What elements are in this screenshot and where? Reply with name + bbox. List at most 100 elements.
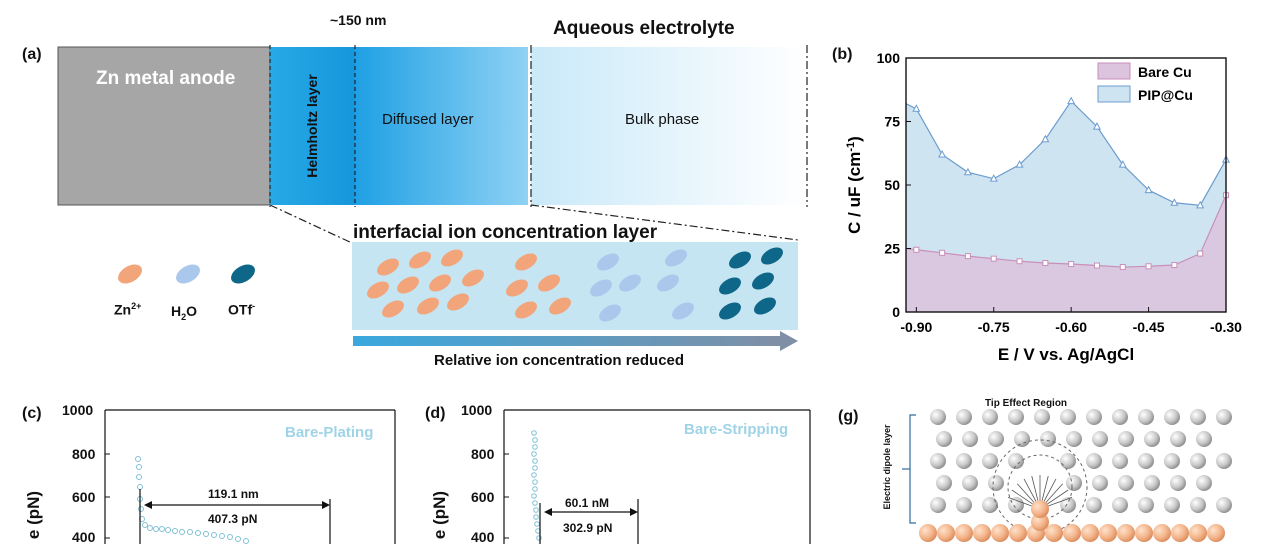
chart-legend: Bare Cu PIP@Cu — [1097, 62, 1193, 103]
point-bare-cu — [964, 253, 971, 260]
panel-c-label: (c) — [22, 405, 42, 422]
plating-title: Bare-Plating — [285, 424, 374, 441]
stripping-data-points — [531, 430, 542, 541]
zn-atom — [1099, 524, 1117, 542]
y-tick-label: 100 — [877, 50, 901, 66]
otf-legend-swatch — [231, 264, 255, 284]
ion-sphere — [1216, 453, 1232, 469]
ion-sphere — [956, 453, 972, 469]
tip-effect-illustration — [902, 409, 1232, 542]
anode-label: Zn metal anode — [96, 68, 236, 89]
interfacial-title: interfacial ion concentration layer — [353, 222, 658, 243]
plating-force-label: 407.3 pN — [208, 512, 258, 526]
ion-sphere — [1118, 475, 1134, 491]
stripping-title: Bare-Stripping — [684, 421, 789, 438]
y-tick-label: 75 — [884, 114, 900, 130]
otf-legend-label: OTf- — [228, 301, 256, 318]
point-bare-cu — [1171, 262, 1178, 269]
ion-sphere — [1040, 431, 1056, 447]
stripping-force-label: 302.9 pN — [563, 521, 613, 535]
ion-sphere — [1092, 475, 1108, 491]
bulk-label: Bulk phase — [625, 111, 700, 128]
zn-anode-block — [57, 46, 271, 206]
ion-sphere — [982, 497, 998, 513]
point-pip-cu — [1015, 160, 1024, 168]
y-tick-label: 50 — [884, 177, 900, 193]
zn-atom — [1009, 524, 1027, 542]
h2o-cluster — [590, 249, 694, 322]
ion-sphere — [1144, 475, 1160, 491]
point-bare-cu — [1068, 260, 1075, 267]
stripping-y-tick-800: 800 — [471, 446, 495, 462]
point-pip-cu — [1067, 96, 1076, 105]
helmholtz-label: Helmholtz layer — [304, 74, 320, 178]
plating-y-tick-1000: 1000 — [62, 402, 94, 418]
ion-sphere — [1092, 431, 1108, 447]
point-bare-cu — [939, 249, 946, 256]
panel-d-label: (d) — [425, 405, 446, 422]
ion-sphere — [1060, 497, 1076, 513]
line-bare-cu — [905, 194, 1227, 268]
legend-label-pip-cu: PIP@Cu — [1138, 87, 1193, 103]
ion-sphere — [1196, 431, 1212, 447]
h2o-legend-label: H2O — [171, 303, 198, 322]
point-bare-cu — [990, 255, 997, 262]
line-pip-cu — [905, 100, 1227, 206]
ion-sphere — [1112, 409, 1128, 425]
point-pip-cu — [1144, 185, 1153, 194]
zn-atom — [1171, 524, 1189, 542]
plating-y-tick-800: 800 — [72, 446, 96, 462]
zn-legend-label: Zn2+ — [114, 301, 142, 318]
y-axis-label: C / uF (cm-1) — [845, 136, 864, 234]
point-pip-cu — [938, 149, 947, 158]
tip-effect-title: Tip Effect Region — [985, 398, 1068, 409]
ion-sphere — [936, 431, 952, 447]
ion-sphere — [930, 409, 946, 425]
point-bare-cu — [1016, 258, 1023, 265]
zn-legend-swatch — [118, 264, 142, 284]
ion-sphere — [1086, 409, 1102, 425]
ion-sphere — [988, 431, 1004, 447]
h2o-legend-swatch — [176, 264, 200, 284]
ion-sphere — [1008, 453, 1024, 469]
point-bare-cu — [1042, 259, 1049, 266]
point-pip-cu — [1041, 134, 1050, 143]
ion-sphere — [1060, 453, 1076, 469]
ion-sphere — [1086, 453, 1102, 469]
thickness-label: ~150 nm — [330, 12, 387, 28]
zn-atom — [1063, 524, 1081, 542]
ion-sphere — [982, 409, 998, 425]
ion-sphere — [1138, 453, 1154, 469]
ion-sphere — [1138, 409, 1154, 425]
ion-sphere — [1060, 409, 1076, 425]
zn-atom — [991, 524, 1009, 542]
x-tick-label: -0.90 — [900, 319, 932, 335]
ion-sphere — [1164, 409, 1180, 425]
zn-atom — [1045, 524, 1063, 542]
zn-atom — [919, 524, 937, 542]
point-bare-cu — [913, 246, 920, 253]
ion-sphere — [1066, 475, 1082, 491]
ion-sphere — [1138, 497, 1154, 513]
diffused-label: Diffused layer — [382, 111, 474, 128]
force-curve-plating — [104, 409, 396, 544]
zn-atom — [1135, 524, 1153, 542]
point-pip-cu — [963, 167, 972, 176]
x-tick-label: -0.30 — [1210, 319, 1242, 335]
ion-sphere — [1118, 431, 1134, 447]
point-pip-cu — [1118, 160, 1127, 168]
zn-atom — [1189, 524, 1207, 542]
ion-sphere — [1190, 409, 1206, 425]
zn-atom — [1153, 524, 1171, 542]
panel-b-label: (b) — [832, 46, 853, 63]
x-axis-label: E / V vs. Ag/AgCl — [998, 345, 1134, 364]
ion-sphere — [1144, 431, 1160, 447]
point-bare-cu — [1093, 262, 1100, 269]
legend-label-bare-cu: Bare Cu — [1138, 64, 1192, 80]
panel-a-label: (a) — [22, 46, 42, 63]
ion-sphere — [1190, 497, 1206, 513]
ion-sphere — [1164, 497, 1180, 513]
ion-sphere — [956, 497, 972, 513]
ion-sphere — [1034, 409, 1050, 425]
x-tick-label: -0.45 — [1133, 319, 1165, 335]
